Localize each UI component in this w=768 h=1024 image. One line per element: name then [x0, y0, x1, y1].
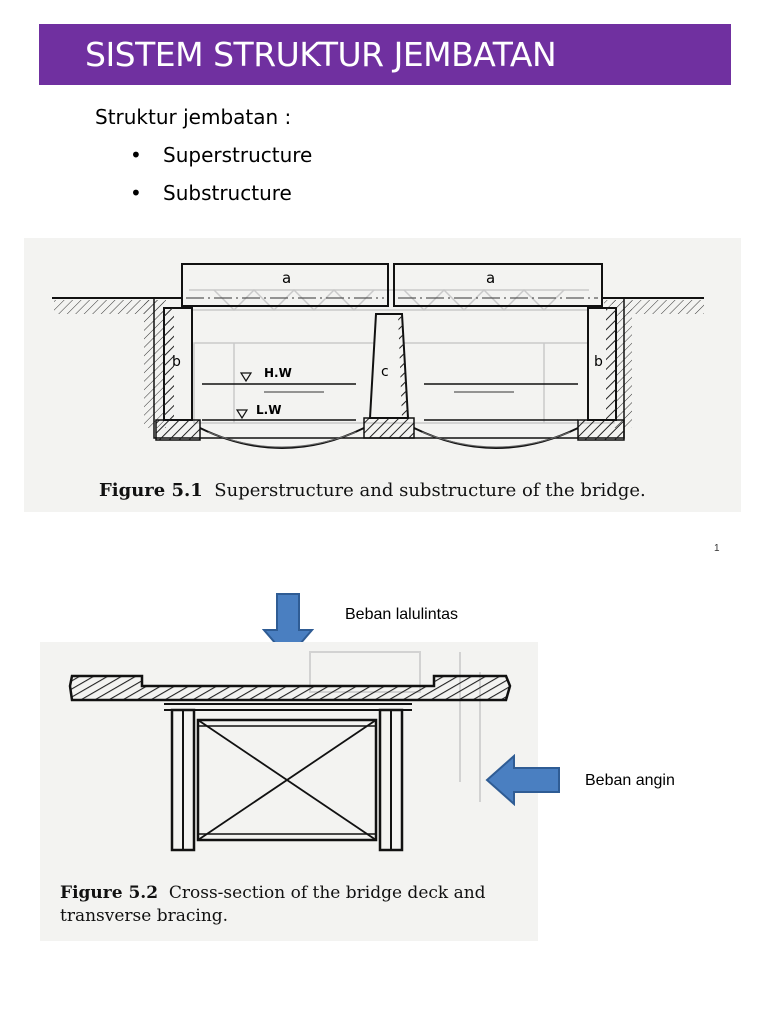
low-water-label: L.W — [256, 403, 281, 417]
figure2-caption: Figure 5.2 Cross-section of the bridge d… — [60, 883, 486, 926]
figure-deck-cross-section: Figure 5.2 Cross-section of the bridge d… — [40, 642, 538, 941]
bullet-item: •Substructure — [130, 181, 292, 205]
abutment-label-left: b — [172, 354, 181, 370]
title-bar: SISTEM STRUKTUR JEMBATAN — [39, 24, 731, 85]
slide-title: SISTEM STRUKTUR JEMBATAN — [85, 35, 557, 74]
traffic-load-label: Beban lalulintas — [345, 606, 458, 623]
figure1-caption: Figure 5.1 Superstructure and substructu… — [99, 480, 646, 501]
intro-text: Struktur jembatan : — [95, 105, 292, 129]
bridge-elevation-drawing: a a b b c H.W L.W — [52, 263, 704, 449]
high-water-label: H.W — [264, 366, 292, 380]
abutment-label-right: b — [594, 354, 603, 370]
figure-bridge-elevation: a a b b c H.W L.W Figure 5.1 S — [24, 238, 741, 512]
deck-label-left: a — [282, 269, 291, 287]
left-arrow-icon — [485, 754, 560, 806]
wind-load-label: Beban angin — [585, 772, 675, 789]
bullet-item: •Superstructure — [130, 143, 313, 167]
water-level-marker-icon — [239, 372, 253, 383]
deck-cross-section-drawing — [68, 651, 512, 852]
bullet-list: •Superstructure •Substructure — [130, 143, 312, 219]
page-number: 1 — [714, 543, 720, 554]
deck-label-right: a — [486, 269, 495, 287]
pier-label: c — [381, 364, 389, 380]
water-level-marker-icon — [235, 409, 249, 420]
